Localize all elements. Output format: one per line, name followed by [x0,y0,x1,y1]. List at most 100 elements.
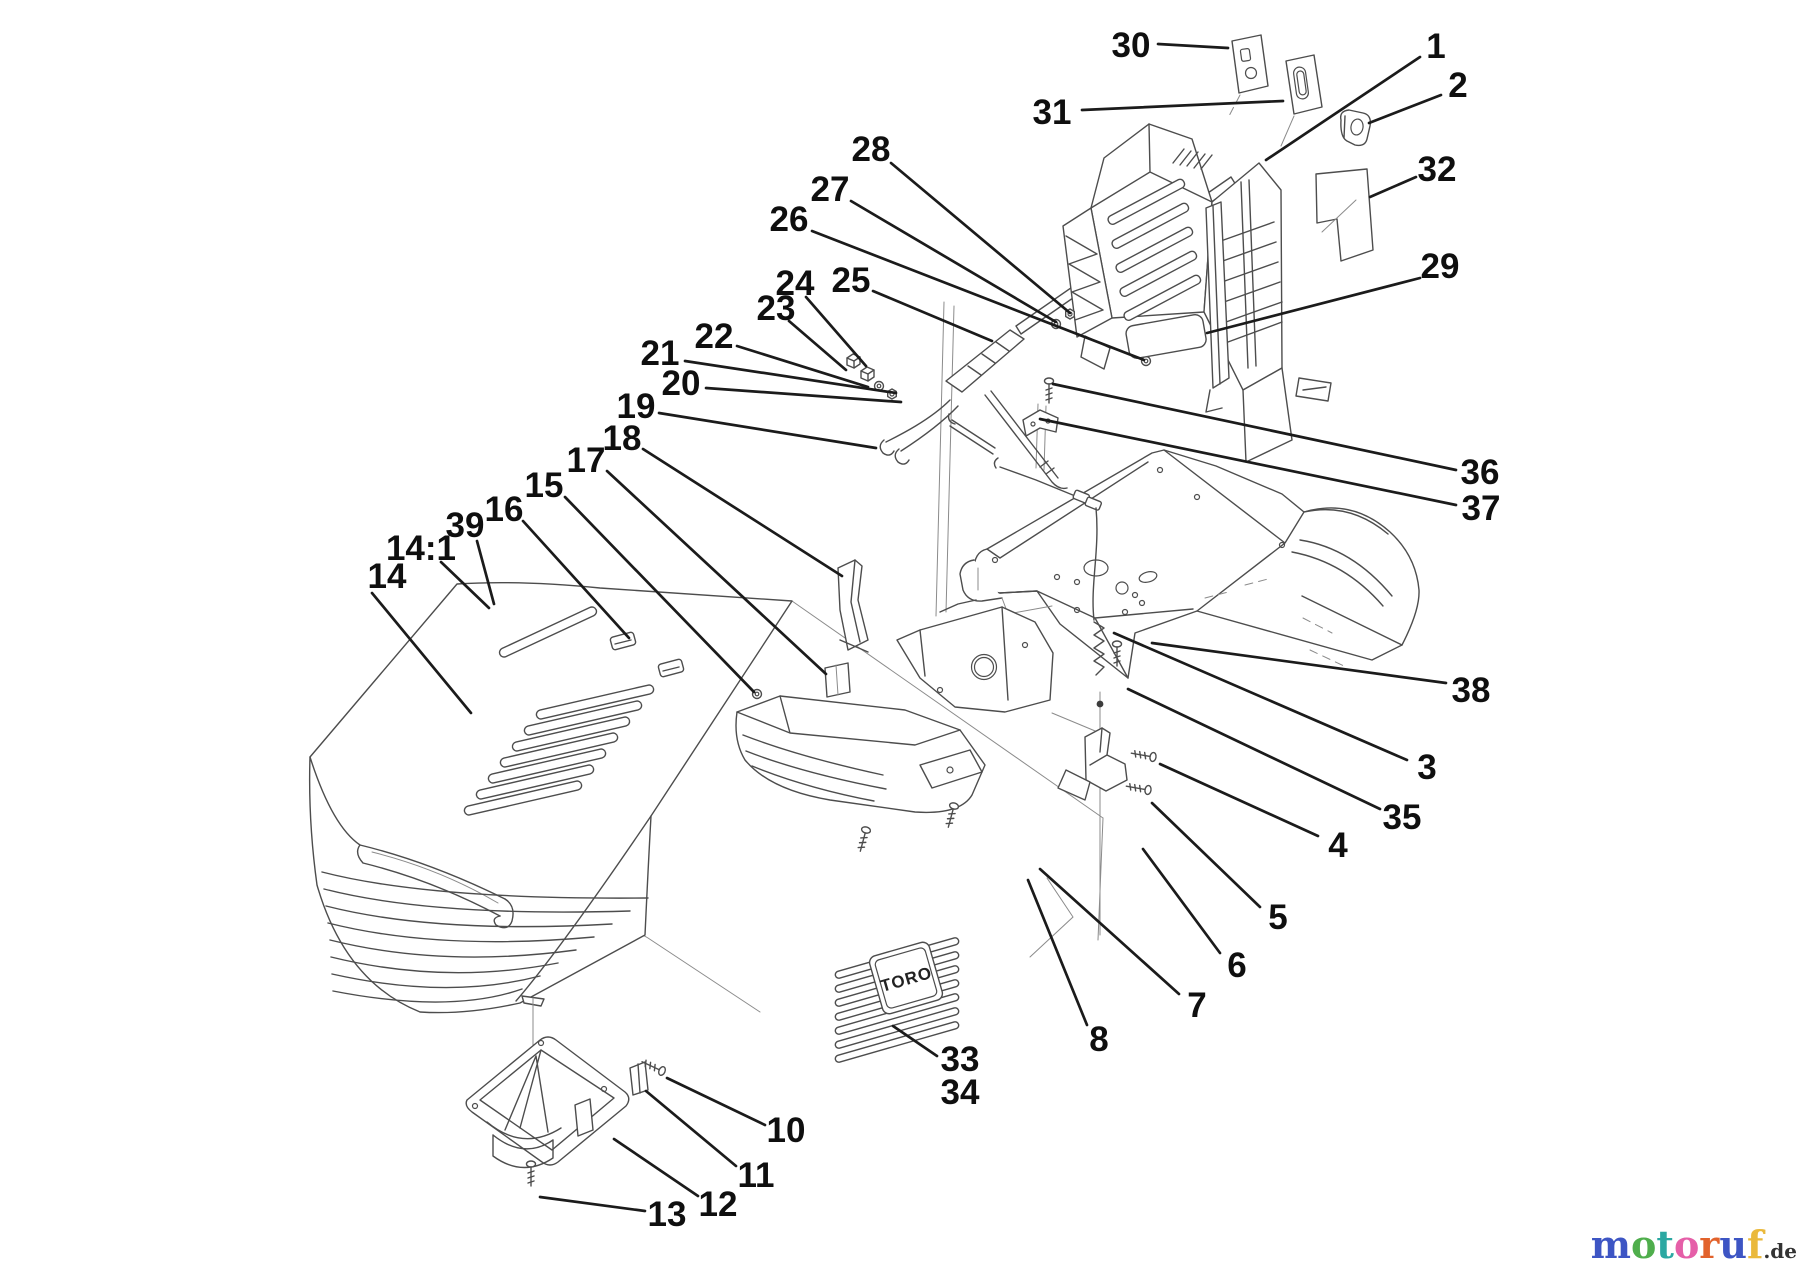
callout-label-31: 31 [1033,93,1072,132]
leader-line-5 [1150,801,1262,909]
callout-29: 29 [1205,247,1460,335]
callout-label-6: 6 [1227,946,1246,985]
callout-label-4: 4 [1328,826,1348,865]
callout-label-26: 26 [770,200,809,239]
callout-label-38: 38 [1452,671,1491,710]
leader-line-38 [1150,641,1448,685]
callout-label-19: 19 [617,387,656,426]
switch-plate-30 [1227,34,1269,119]
z-bracket [1057,640,1158,801]
leader-line-1 [1264,55,1422,162]
callout-label-10: 10 [767,1111,806,1150]
leader-line-28 [889,161,1072,315]
callout-2: 2 [1367,66,1468,125]
callout-label-1: 1 [1426,27,1445,66]
leader-line-6 [1141,847,1222,955]
watermark-letter: o [1673,1222,1700,1266]
callout-label-36: 36 [1461,453,1500,492]
leader-line-14 [370,591,473,715]
tower-hatch-marks [1172,148,1213,170]
leader-line-31 [1080,99,1285,112]
pan-fold-dashes [1204,578,1345,667]
toro-decal: TORO [834,937,960,1063]
callout-11: 11 [644,1089,775,1195]
callout-label-39: 39 [446,506,485,545]
leader-line-19 [657,411,878,450]
lower-grille [735,695,986,854]
callout-label-18: 18 [603,419,642,458]
leader-line-7 [1038,867,1181,996]
square-plate [824,662,851,698]
callout-22: 22 [695,317,870,389]
callout-label-17: 17 [567,441,606,480]
callout-label-25: 25 [832,261,871,300]
hood [308,581,793,1014]
callout-label-24: 24 [776,264,815,303]
watermark-motoruf: motoruf.de [1591,1226,1797,1264]
callout-label-5: 5 [1268,898,1287,937]
callout-21: 21 [641,334,898,395]
funnel-bucket [465,997,630,1187]
slot-plate-31 [1280,54,1323,147]
callout-37: 37 [1038,417,1500,528]
toro-badge: TORO [868,941,944,1015]
leader-line-20 [704,386,903,404]
callout-12: 12 [612,1137,738,1224]
callout-7: 7 [1038,867,1207,1025]
leader-line-8 [1026,878,1089,1027]
callout-label-7: 7 [1187,986,1206,1025]
leader-line-12 [612,1137,700,1198]
callout-label-16: 16 [485,490,524,529]
callout-label-32: 32 [1418,150,1457,189]
callout-6: 6 [1141,847,1247,985]
watermark-letter: m [1590,1222,1632,1266]
notched-plate-32 [1315,168,1374,262]
leader-line-17 [605,469,828,676]
leader-line-33 [891,1024,939,1058]
callout-label-35: 35 [1383,798,1422,837]
callout-4: 4 [1158,762,1348,865]
leader-line-29 [1205,276,1422,335]
hood-trim-strip [498,606,598,658]
leader-line-25 [871,289,994,343]
grille-bars [321,871,649,1003]
callout-18: 18 [603,419,844,578]
leader-line-4 [1158,762,1320,838]
leader-line-13 [538,1195,647,1213]
rear-tower-cover [1050,123,1332,463]
leader-line-27 [849,199,1058,324]
callout-label-29: 29 [1421,247,1460,286]
callout-16: 16 [485,490,631,640]
leader-line-18 [641,447,844,578]
hood-bumper-clips [609,631,685,678]
callout-label-23: 23 [757,289,796,328]
watermark-letter: f [1746,1222,1764,1266]
leader-line-39 [475,539,496,606]
callout-14:1: 14:1 [386,529,491,610]
callout-label-12: 12 [699,1185,738,1224]
callout-35: 35 [1126,687,1422,837]
leader-line-35 [1126,687,1382,811]
watermark-letter: u [1719,1222,1747,1266]
leader-line-21 [683,359,898,395]
callout-20: 20 [662,364,903,404]
callout-15: 15 [525,466,756,694]
callout-label-33: 33 [941,1040,980,1079]
callout-label-13: 13 [648,1195,687,1234]
callout-label-22: 22 [695,317,734,356]
callout-31: 31 [1033,93,1285,132]
callout-24: 24 [776,264,868,368]
callout-14: 14 [368,557,473,715]
watermark-suffix: .de [1763,1239,1797,1263]
callout-label-27: 27 [811,170,850,209]
hood-hinge-bracket [751,559,869,700]
tower-side-louver-lines [1217,221,1283,343]
headlight-band [356,844,514,929]
callout-26: 26 [770,200,1146,362]
callout-label-2: 2 [1448,66,1467,105]
callout-17: 17 [567,441,828,676]
callout-3: 3 [1112,631,1437,787]
callout-30: 30 [1112,26,1230,65]
leader-line-37 [1038,417,1458,507]
